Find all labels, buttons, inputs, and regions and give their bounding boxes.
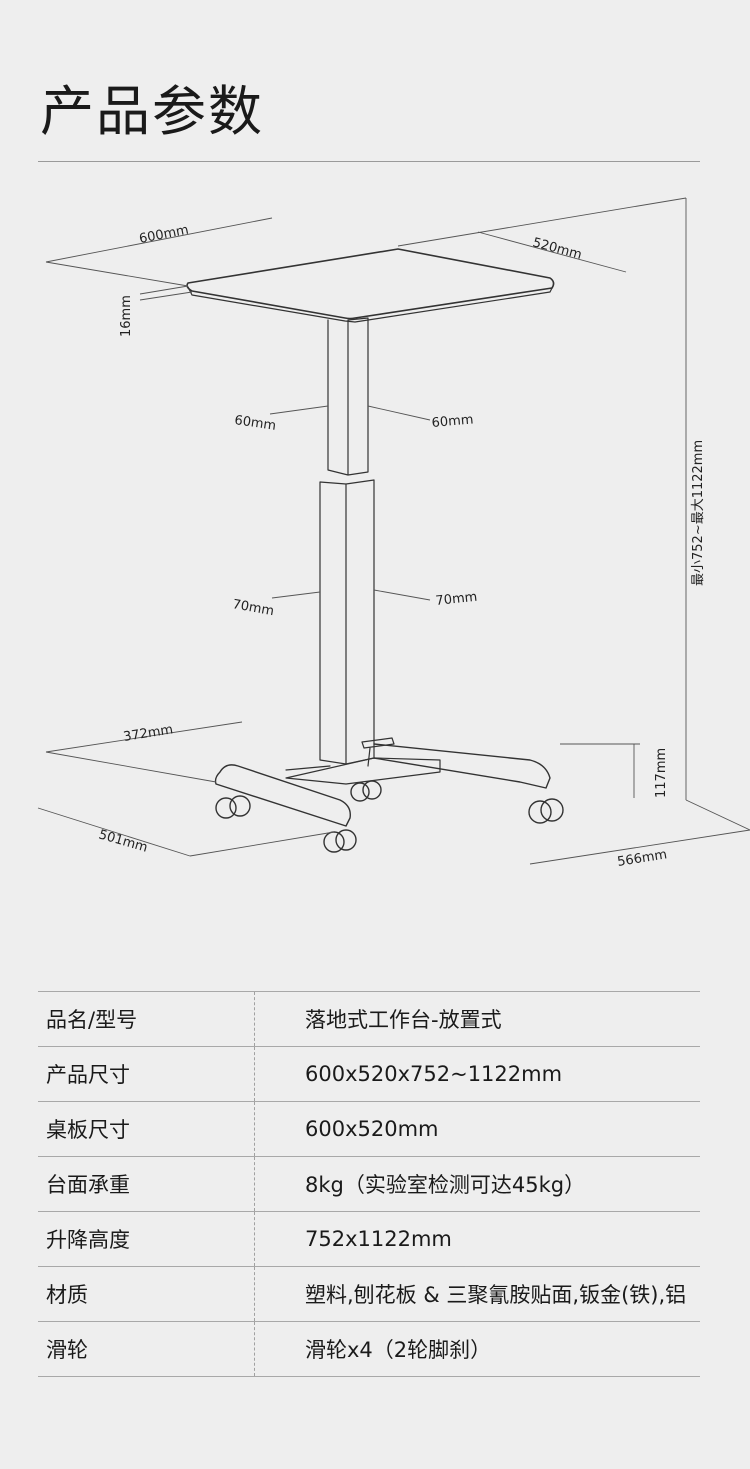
spec-key: 品名/型号 (38, 991, 255, 1047)
spec-value: 落地式工作台-放置式 (305, 1008, 502, 1032)
title-divider (38, 161, 700, 162)
spec-value: 滑轮x4（2轮脚刹） (305, 1338, 492, 1362)
upper-column (327, 317, 369, 476)
table-row: 台面承重 8kg（实验室检测可达45kg） (38, 1156, 700, 1212)
dim-height-range: 最小752~最大1122mm (691, 440, 706, 586)
right-foot (373, 743, 551, 789)
table-row: 桌板尺寸 600x520mm (38, 1101, 700, 1157)
spec-table: 品名/型号 落地式工作台-放置式 产品尺寸 600x520x752~1122mm… (38, 991, 700, 1377)
product-dimension-diagram: 600mm 520mm 16mm 60mm 60mm 70mm 70mm 372… (0, 180, 750, 900)
spec-key: 滑轮 (38, 1321, 255, 1377)
tabletop-edge (187, 286, 553, 323)
dim-top-thickness: 16mm (119, 295, 134, 337)
spec-key: 台面承重 (38, 1156, 255, 1212)
lower-column (319, 479, 375, 765)
dim-column-right: 60mm (431, 412, 474, 431)
spec-key: 升降高度 (38, 1211, 255, 1267)
spec-value: 塑料,刨花板 & 三聚氰胺贴面,钣金(铁),铝 (305, 1283, 687, 1307)
dim-base-width: 566mm (616, 847, 668, 870)
table-row: 材质 塑料,刨花板 & 三聚氰胺贴面,钣金(铁),铝 (38, 1266, 700, 1322)
dim-top-width: 600mm (138, 223, 190, 247)
spec-value: 600x520x752~1122mm (305, 1062, 563, 1086)
caster-wheels (215, 780, 564, 853)
spec-key: 材质 (38, 1266, 255, 1322)
left-foot (214, 764, 351, 827)
dim-lower-right: 70mm (435, 590, 478, 609)
height-pedal (361, 737, 395, 767)
cross-bar (285, 757, 441, 785)
dim-wheel-height: 117mm (654, 748, 669, 798)
spec-value: 8kg（实验室检测可达45kg） (305, 1173, 586, 1197)
workstation-drawing: 600mm 520mm 16mm 60mm 60mm 70mm 70mm 372… (37, 197, 750, 870)
dim-base-front: 501mm (97, 827, 149, 855)
page-title: 产品参数 (40, 80, 264, 143)
dim-base-left-depth: 372mm (122, 722, 174, 745)
table-row: 品名/型号 落地式工作台-放置式 (38, 991, 700, 1047)
spec-value: 600x520mm (305, 1117, 439, 1141)
spec-key: 桌板尺寸 (38, 1101, 255, 1157)
dim-lower-left: 70mm (231, 597, 275, 619)
tabletop (186, 248, 555, 320)
table-row: 滑轮 滑轮x4（2轮脚刹） (38, 1321, 700, 1377)
dim-column-left: 60mm (233, 413, 277, 434)
dim-top-depth: 520mm (531, 235, 583, 262)
table-row: 产品尺寸 600x520x752~1122mm (38, 1046, 700, 1102)
spec-value: 752x1122mm (305, 1227, 452, 1251)
spec-key: 产品尺寸 (38, 1046, 255, 1102)
table-row: 升降高度 752x1122mm (38, 1211, 700, 1267)
